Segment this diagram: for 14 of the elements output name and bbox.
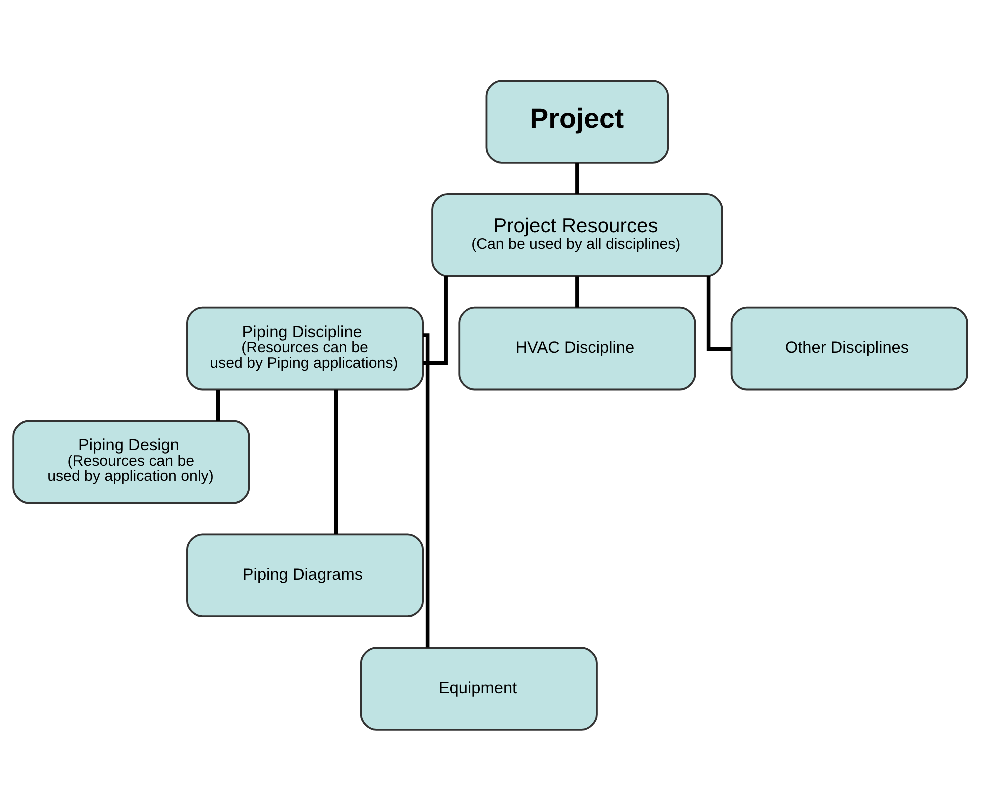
connector	[576, 276, 580, 308]
node-box: Piping Diagrams	[186, 533, 424, 617]
connector	[423, 276, 448, 365]
node-box: Other Disciplines	[730, 306, 968, 390]
node-box: Project Resources (Can be used by all disciplines)	[432, 193, 724, 277]
node-box: Piping Discipline (Resources can be used by Piping applications)	[186, 306, 424, 390]
connector	[423, 333, 430, 648]
connector	[334, 389, 338, 534]
node-box: Project	[486, 80, 670, 164]
node-box: Equipment	[360, 646, 598, 730]
connector	[216, 390, 220, 421]
node-box: HVAC Discipline	[458, 306, 696, 390]
connector	[576, 162, 580, 194]
node-box: Piping Design (Resources can be used by application only)	[12, 420, 250, 504]
